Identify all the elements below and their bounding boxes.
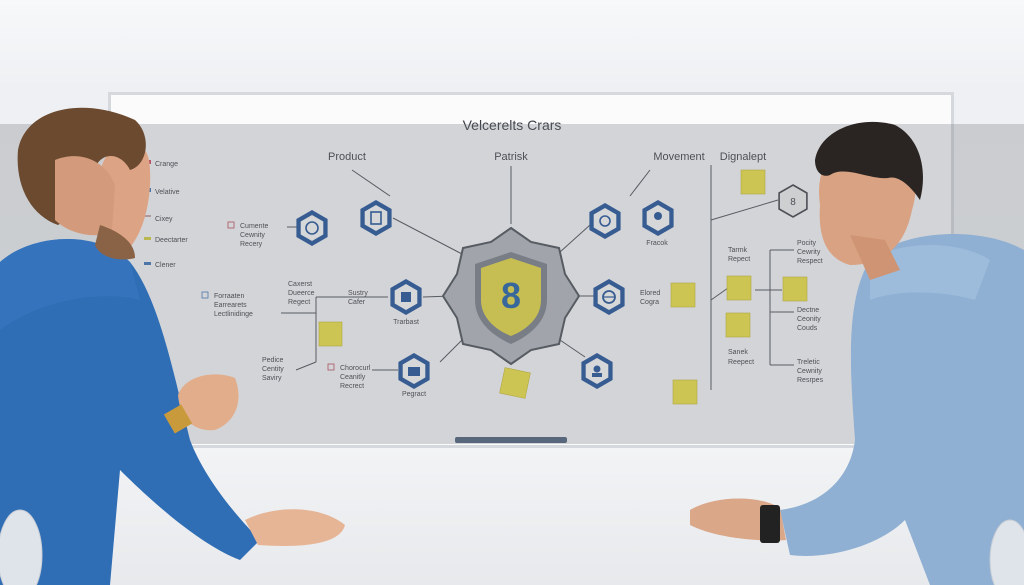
label-r4-b: Reepect <box>728 359 754 366</box>
hex-outline-icon: 8 <box>778 184 808 218</box>
label-l7-c: Recrect <box>340 383 364 390</box>
label-r1: Fracok <box>646 240 668 247</box>
legend-swatch-4 <box>144 237 151 240</box>
label-r5-a: Pocity <box>797 240 817 247</box>
label-l2-b: Earrearets <box>214 302 247 309</box>
svg-text:8: 8 <box>790 197 796 208</box>
label-l6-a: Pedice <box>262 357 284 364</box>
label-r6-c: Couds <box>797 325 818 332</box>
label-l3-a: Caxerst <box>288 281 312 288</box>
label-r4-a: Sanek <box>728 349 748 356</box>
sticky-note <box>499 367 531 399</box>
label-box-3 <box>327 363 335 371</box>
central-shield: 8 <box>441 226 581 366</box>
sticky-note <box>740 169 766 195</box>
legend-swatch-3 <box>144 215 151 217</box>
label-box-1 <box>227 221 235 229</box>
label-r3-b: Repect <box>728 256 750 263</box>
label-l5: Trarbast <box>393 319 419 326</box>
label-l4-a: Sustry <box>348 290 368 297</box>
label-l6-b: Centity <box>262 366 284 373</box>
sticky-note <box>726 275 752 301</box>
label-l2-c: Lectlinidinge <box>214 311 253 318</box>
label-l2-a: Forraaten <box>214 293 244 300</box>
connector-lines <box>281 165 794 390</box>
label-l3-c: Regect <box>288 299 310 306</box>
legend-item-2: Velative <box>155 189 180 196</box>
hex-icon-bottom-right <box>581 353 613 389</box>
label-l1-a: Cumente <box>240 223 269 230</box>
legend-item-1: Crange <box>155 161 178 168</box>
legend-swatch-5 <box>144 262 151 265</box>
sticky-note <box>318 321 343 347</box>
hex-icon-movement <box>589 203 621 239</box>
label-box-2 <box>201 291 209 299</box>
board-title: Velcerelts Crars <box>463 117 562 133</box>
label-r3-a: Tarmk <box>728 247 748 254</box>
label-r2-b: Cogra <box>640 299 659 306</box>
legend-item-5: Clener <box>155 262 176 269</box>
label-l4-b: Cafer <box>348 299 366 306</box>
sticky-note <box>672 379 698 405</box>
header-product: Product <box>328 151 366 163</box>
sticky-notes <box>318 169 808 405</box>
label-r7-a: Treletic <box>797 359 820 366</box>
hex-icon-left <box>296 210 328 246</box>
sticky-note <box>782 276 808 302</box>
label-l3-b: Dueerce <box>288 290 315 297</box>
person-left <box>0 107 345 585</box>
label-l7-a: Chorocurl <box>340 365 371 372</box>
hex-icon-user <box>642 200 674 236</box>
label-l7-b: Ceanitly <box>340 374 366 381</box>
label-r7-b: Cewnity <box>797 368 822 375</box>
label-r7-c: Resrpes <box>797 377 824 384</box>
legend-item-3: Cixey <box>155 216 173 223</box>
sticky-note <box>670 282 696 308</box>
label-r6-b: Ceonity <box>797 316 821 323</box>
legend-item-4: Deectarter <box>155 237 188 244</box>
label-r2-a: Elored <box>640 290 660 297</box>
label-r5-b: Cewrity <box>797 249 821 256</box>
header-patrisk: Patrisk <box>494 151 528 163</box>
whiteboard-tray <box>455 437 567 443</box>
header-dignalept: Dignalept <box>720 151 766 163</box>
person-right <box>690 121 1024 585</box>
label-l6-c: Saviry <box>262 375 282 382</box>
label-r5-c: Respect <box>797 258 823 265</box>
hex-icon-mid-left <box>390 279 422 315</box>
hex-icon-bottom-left <box>398 353 430 389</box>
label-r6-a: Dectne <box>797 307 819 314</box>
header-movement: Movement <box>653 151 704 163</box>
hex-icon-globe <box>593 279 625 315</box>
label-l1-b: Cewnity <box>240 232 265 239</box>
label-l1-c: Recery <box>240 241 263 248</box>
sticky-note <box>725 312 751 338</box>
hex-icon-product <box>360 200 392 236</box>
label-l8: Pegract <box>402 391 426 398</box>
shield-glyph: 8 <box>501 275 521 316</box>
